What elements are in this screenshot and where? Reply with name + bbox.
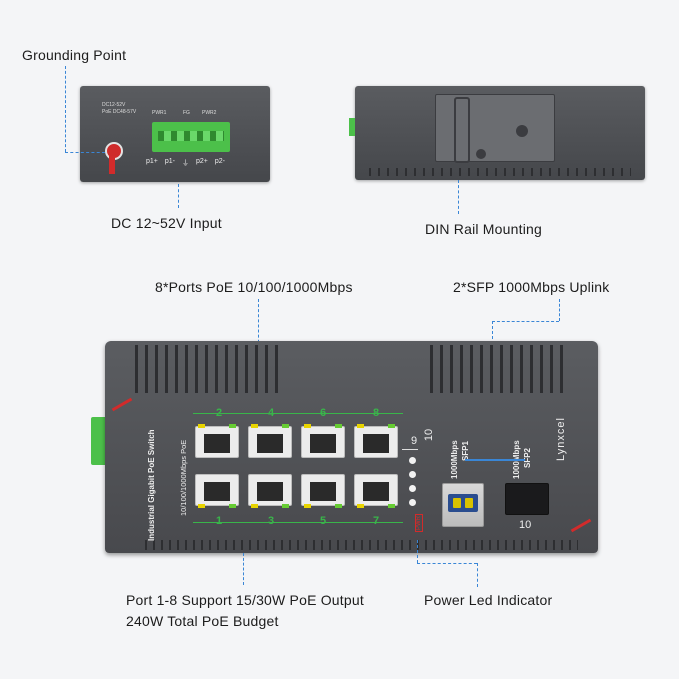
sfp2-port-number: 10	[519, 519, 532, 531]
pwr-label: PWR	[415, 514, 423, 532]
grounding-lug	[109, 156, 115, 174]
sfp-led-label-10: 10	[423, 428, 436, 442]
dc-input-leader	[178, 184, 179, 208]
corner-accent-top-left	[111, 397, 133, 412]
cooling-fins-top-left	[135, 345, 285, 393]
cooling-fins-bottom	[145, 540, 578, 550]
sfp2-slot[interactable]	[505, 483, 549, 515]
dc-input-callout: DC 12~52V Input	[111, 215, 222, 231]
sfp-led-label-9: 9	[411, 435, 418, 447]
rj45-port-7[interactable]	[354, 474, 398, 508]
power-led-callout: Power Led Indicator	[424, 592, 553, 608]
poe-budget-callout-line1: Port 1-8 Support 15/30W PoE Output	[126, 592, 364, 608]
power-led	[409, 499, 416, 506]
switch-front-panel: Industrial Gigabit PoE Switch 10/100/100…	[105, 341, 598, 553]
status-led-3	[409, 485, 416, 492]
grounding-leader-h	[65, 152, 105, 153]
power-terminal-panel: DC12-52V PoE DC48-57V PWR1 FG PWR2 p1+ p…	[80, 86, 270, 182]
terminal-block	[152, 122, 230, 152]
sfp1-module[interactable]	[442, 483, 484, 527]
cooling-fins-top-right	[430, 345, 570, 393]
pin-p1-plus: p1+	[146, 158, 158, 165]
status-led-2	[409, 471, 416, 478]
port-number-rail-top	[193, 413, 403, 414]
pin-p2-plus: p2+	[196, 158, 208, 165]
port-number-3: 3	[268, 515, 275, 527]
port-speed-label: 10/100/1000Mbps PoE	[179, 439, 188, 516]
spec-line-2: PoE DC48-57V	[102, 109, 137, 115]
port-number-5: 5	[320, 515, 327, 527]
switch-terminal-side	[91, 417, 107, 465]
side-terminal	[349, 118, 355, 136]
pwr1-label: PWR1	[152, 110, 167, 116]
terminal-pin-labels: p1+ p1- ⏚ p2+ p2-	[146, 158, 246, 168]
brand-logo: Lynxcel	[555, 417, 567, 461]
din-rail-callout: DIN Rail Mounting	[425, 221, 542, 237]
corner-accent-bottom-right	[570, 518, 592, 533]
din-rail-panel	[349, 86, 645, 180]
pwr2-label: PWR2	[202, 110, 217, 116]
sfp-uplink-leader-v1	[559, 299, 560, 321]
side-label: Industrial Gigabit PoE Switch	[147, 429, 156, 541]
rj45-port-8[interactable]	[354, 424, 398, 458]
rail-fins-bottom	[369, 168, 631, 176]
power-led-leader-h	[417, 563, 477, 564]
spec-line-1: DC12-52V	[102, 102, 126, 108]
power-led-leader-v2	[477, 563, 478, 587]
pin-p2-minus: p2-	[214, 158, 225, 165]
status-led-1	[409, 457, 416, 464]
rj45-port-4[interactable]	[248, 424, 292, 458]
sfp1-speed-label: 1000Mbps	[450, 440, 459, 479]
rj45-port-3[interactable]	[248, 474, 292, 508]
grounding-point-callout: Grounding Point	[22, 47, 127, 63]
poe-budget-leader	[243, 553, 244, 585]
fg-label: FG	[183, 110, 190, 116]
rj45-port-5[interactable]	[301, 474, 345, 508]
din-rail-leader	[458, 180, 459, 214]
poe-ports-callout: 8*Ports PoE 10/100/1000Mbps	[155, 279, 353, 295]
rj45-port-6[interactable]	[301, 424, 345, 458]
port-number-7: 7	[373, 515, 380, 527]
sfp2-name-label: SFP2	[523, 447, 532, 468]
sfp-led-bracket	[402, 449, 418, 450]
sfp-link-rail	[465, 459, 525, 461]
poe-budget-callout-line2: 240W Total PoE Budget	[126, 613, 279, 629]
grounding-leader-v	[65, 66, 66, 152]
port-number-1: 1	[216, 515, 223, 527]
pin-p1-minus: p1-	[164, 158, 175, 165]
rj45-port-2[interactable]	[195, 424, 239, 458]
power-led-leader-v1	[417, 540, 418, 563]
port-number-rail-bottom	[193, 522, 403, 523]
din-rail-clip	[435, 94, 555, 163]
sfp-uplink-callout: 2*SFP 1000Mbps Uplink	[453, 279, 610, 295]
rj45-port-1[interactable]	[195, 474, 239, 508]
sfp-uplink-leader-h	[492, 321, 559, 322]
sfp1-name-label: SFP1	[461, 440, 470, 461]
ground-pin: ⏚	[182, 160, 189, 167]
